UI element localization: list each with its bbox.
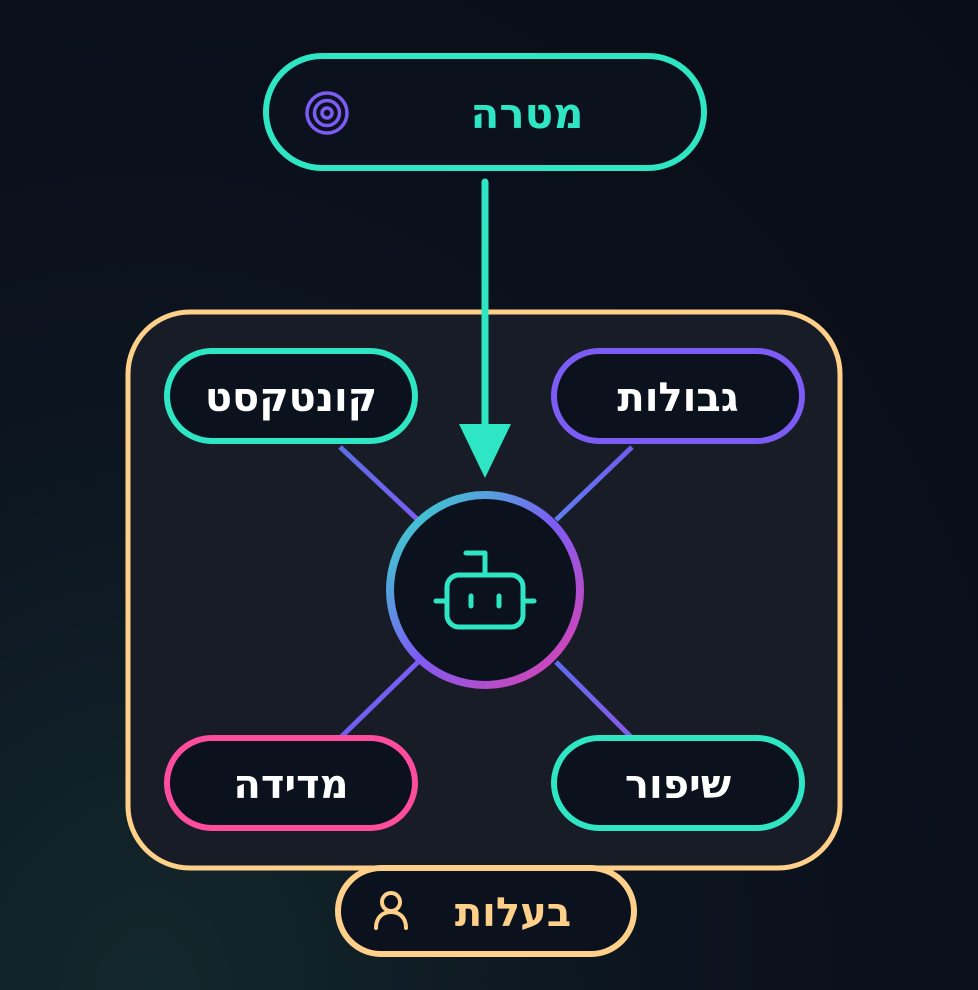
ownership-badge: בעלות xyxy=(335,865,637,957)
ownership-label: בעלות xyxy=(455,890,571,936)
robot-icon xyxy=(433,550,537,630)
goal-node: מטרה xyxy=(263,53,707,171)
boundaries-node: גבולות xyxy=(551,348,805,444)
user-icon xyxy=(374,891,408,930)
connector-measurement xyxy=(338,660,420,740)
goal-arrow xyxy=(459,178,511,478)
agent-node xyxy=(386,491,584,689)
connector-improvement xyxy=(554,660,634,740)
improvement-node: שיפור xyxy=(551,735,805,831)
measurement-label: מדידה xyxy=(233,762,348,808)
connector-boundaries xyxy=(554,445,634,522)
improvement-label: שיפור xyxy=(625,762,731,808)
context-node: קונטקסט xyxy=(164,348,418,444)
goal-label: מטרה xyxy=(470,89,583,138)
target-icon xyxy=(305,91,349,135)
measurement-node: מדידה xyxy=(164,735,418,831)
connector-context xyxy=(338,445,420,522)
boundaries-label: גבולות xyxy=(617,375,738,421)
context-label: קונטקסט xyxy=(205,375,377,421)
